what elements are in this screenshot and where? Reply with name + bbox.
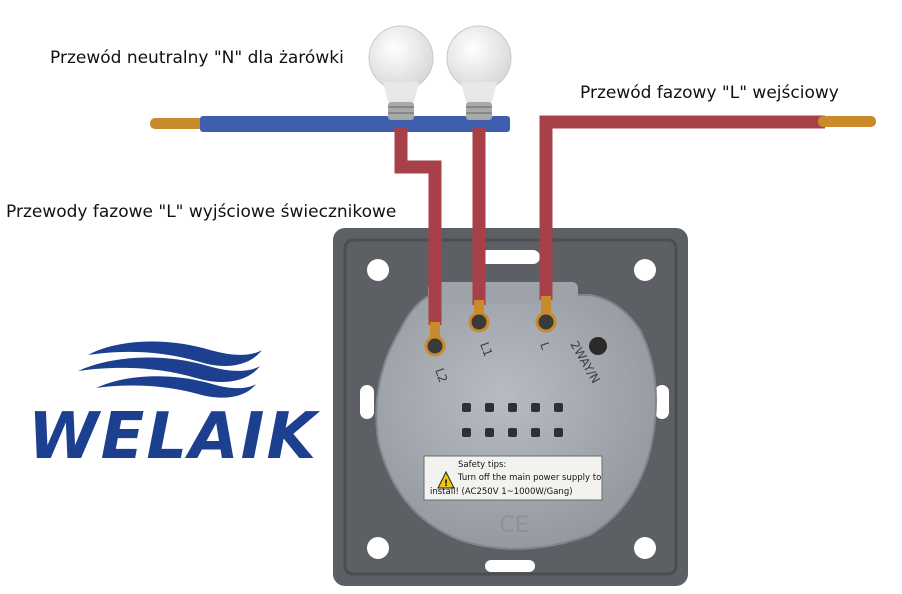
- bulb-left: [368, 25, 434, 120]
- safety-line-1: Turn off the main power supply to: [457, 473, 601, 483]
- terminal-label-l2: L2: [432, 366, 450, 384]
- output-phase-label: Przewody fazowe "L" wyjściowe świeczniko…: [6, 202, 397, 222]
- conductor-ends: [430, 296, 551, 342]
- ce-mark: CE: [499, 513, 528, 538]
- terminal-label-l: L: [537, 340, 553, 351]
- neutral-wire: [150, 116, 510, 132]
- neutral-wire-label: Przewód neutralny "N" dla żarówki: [50, 48, 344, 68]
- brand-logo: WELAIK: [28, 400, 319, 474]
- input-phase-wire: [539, 115, 876, 300]
- bulb-right: [446, 25, 512, 120]
- input-phase-label: Przewód fazowy "L" wejściowy: [580, 83, 839, 103]
- warning-icon: [437, 470, 455, 489]
- svg-text:!: !: [444, 479, 448, 489]
- brand-waves-icon: [78, 341, 262, 398]
- safety-title: Safety tips:: [458, 460, 506, 470]
- vent-holes: [462, 403, 563, 437]
- terminal-label-l1: L1: [477, 340, 495, 358]
- switch-module: [375, 282, 657, 550]
- output-phase-wires: [394, 128, 486, 325]
- safety-line-2: install! (AC250V 1~1000W/Gang): [430, 487, 573, 497]
- safety-sticker: ! Safety tips: Turn off the main power s…: [423, 455, 603, 501]
- terminal-screws: [424, 311, 607, 357]
